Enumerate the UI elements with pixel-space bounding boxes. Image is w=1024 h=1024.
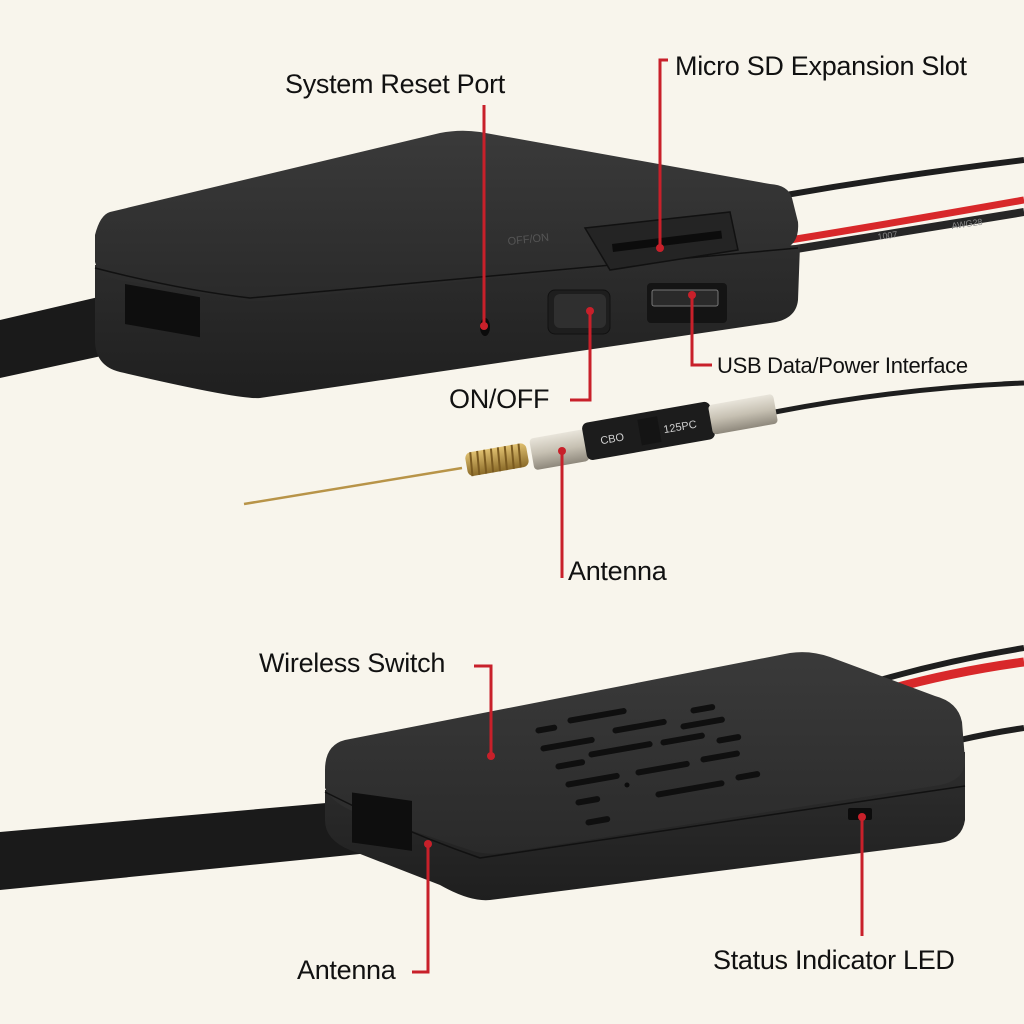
sd-slot-opening bbox=[612, 230, 723, 252]
bottom-black-wire-lower bbox=[959, 725, 1024, 743]
label-on-off: ON/OFF bbox=[449, 384, 550, 414]
callout-onoff bbox=[570, 312, 592, 402]
red-wire bbox=[789, 196, 1024, 244]
bottom-strap-slot bbox=[352, 792, 412, 851]
label-wireless-switch: Wireless Switch bbox=[259, 648, 446, 678]
sleeve-text-1: CBO bbox=[600, 431, 626, 447]
label-system-reset-port: System Reset Port bbox=[285, 69, 505, 99]
label-usb-interface: USB Data/Power Interface bbox=[717, 353, 968, 378]
bottom-device-top-face bbox=[325, 652, 965, 854]
sleeve-text-2: 125PC bbox=[663, 419, 698, 437]
callout-lines bbox=[412, 58, 866, 974]
bottom-black-wire-upper bbox=[879, 645, 1024, 683]
bottom-device bbox=[0, 645, 1024, 901]
antenna-cable bbox=[774, 380, 1024, 415]
speaker-vents bbox=[535, 704, 761, 826]
label-antenna-bottom: Antenna bbox=[297, 955, 396, 985]
label-status-indicator-led: Status Indicator LED bbox=[713, 945, 955, 975]
callout-wireless bbox=[474, 664, 493, 755]
cable-marking-1: 1007 bbox=[877, 229, 898, 242]
microphone-hole bbox=[624, 782, 630, 788]
label-micro-sd-slot: Micro SD Expansion Slot bbox=[675, 51, 967, 81]
case-marking: OFF/ON bbox=[507, 232, 550, 248]
antenna-end-cap bbox=[708, 394, 778, 435]
black-wire-upper bbox=[779, 157, 1024, 199]
callout-sd bbox=[658, 58, 668, 247]
black-wire-lower bbox=[789, 208, 1024, 254]
bottom-strap bbox=[0, 800, 400, 890]
antenna-whip bbox=[243, 466, 463, 506]
label-antenna-top: Antenna bbox=[568, 556, 667, 586]
callout-usb bbox=[690, 296, 712, 367]
antenna-coil bbox=[465, 443, 529, 477]
callout-antenna-bottom bbox=[412, 845, 430, 974]
antenna-part: CBO 125PC bbox=[243, 380, 1024, 506]
strap-slot bbox=[125, 284, 200, 338]
top-device: 1007 AWG28 OFF/ON bbox=[0, 130, 1024, 399]
cable-marking-2: AWG28 bbox=[951, 217, 983, 231]
